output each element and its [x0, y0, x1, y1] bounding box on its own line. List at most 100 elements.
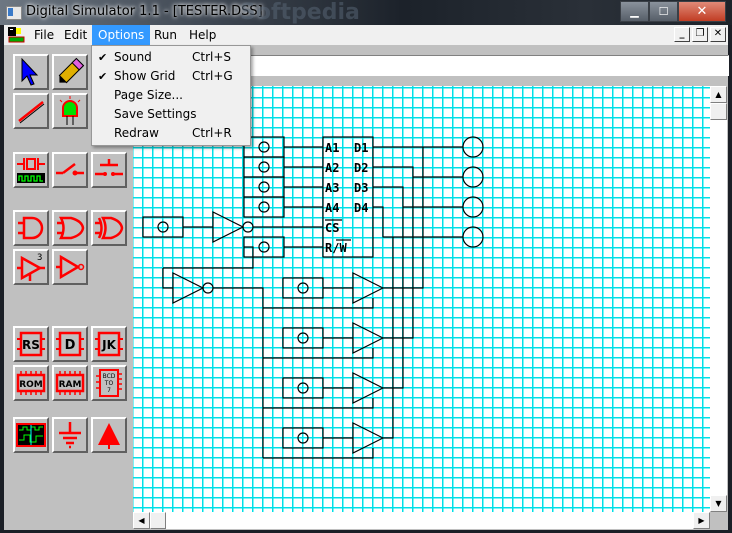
tool-and-gate[interactable] — [13, 210, 49, 246]
output-lamp — [462, 166, 484, 188]
wire — [383, 177, 414, 339]
minimize-icon: ▁ — [630, 5, 639, 18]
ram-pin-label: A1 — [325, 141, 339, 155]
output-lamp — [462, 136, 484, 158]
arrow-left-icon: ◀ — [138, 516, 145, 525]
input-switch — [282, 327, 324, 349]
ram-pin-label: A2 — [325, 161, 339, 175]
tool-or-gate[interactable] — [52, 210, 88, 246]
wire — [383, 207, 404, 389]
wire — [373, 186, 463, 208]
tristate-buffer — [352, 322, 385, 354]
menu-help[interactable]: Help — [189, 28, 217, 42]
vertical-scroll-thumb[interactable] — [710, 103, 727, 120]
not-gate-icon — [56, 254, 85, 280]
tool-jk-flipflop[interactable]: JK — [91, 326, 127, 362]
scroll-down-button[interactable]: ▼ — [710, 495, 727, 512]
menu-item-show-grid[interactable]: ✔ Show Grid Ctrl+G — [92, 67, 250, 86]
input-switch — [243, 176, 285, 198]
restore-icon: ❐ — [695, 28, 705, 39]
tool-ground[interactable] — [52, 417, 88, 453]
svg-text:JK: JK — [101, 338, 116, 352]
svg-text:BCD: BCD — [103, 373, 116, 380]
inverter-bubble — [242, 221, 254, 233]
tool-tristate[interactable]: 3 — [13, 249, 49, 285]
ram-pin-label: CS — [325, 221, 339, 235]
close-button[interactable]: ✕ — [678, 1, 726, 22]
push-button-icon — [95, 159, 123, 176]
tool-rom[interactable]: ROM — [13, 365, 49, 401]
svg-text:ROM: ROM — [19, 380, 43, 390]
scroll-left-button[interactable]: ◀ — [133, 512, 150, 529]
options-dropdown-menu: ✔ Sound Ctrl+S ✔ Show Grid Ctrl+G Page S… — [91, 45, 251, 146]
wire — [373, 166, 463, 178]
input-switch — [142, 216, 184, 238]
tool-wire[interactable] — [13, 93, 49, 129]
tool-oscilloscope[interactable] — [13, 417, 49, 453]
tool-select[interactable] — [13, 54, 49, 90]
input-switch-knob — [157, 221, 169, 233]
window-title: Digital Simulator 1.1 - [TESTER.DSS] — [26, 4, 263, 19]
wire — [383, 147, 424, 289]
svg-text:7: 7 — [107, 387, 111, 394]
check-icon: ✔ — [98, 70, 108, 83]
mdi-close-button[interactable]: ✕ — [710, 27, 726, 42]
tool-clock[interactable] — [13, 152, 49, 188]
input-switch-knob — [297, 332, 309, 344]
menu-item-redraw[interactable]: Redraw Ctrl+R — [114, 126, 232, 140]
tool-led[interactable] — [52, 93, 88, 129]
tool-rs-flipflop[interactable]: RS — [13, 326, 49, 362]
tool-ram[interactable]: RAM — [52, 365, 88, 401]
tool-not-gate[interactable] — [52, 249, 88, 285]
mdi-restore-button[interactable]: ❐ — [692, 27, 708, 42]
document-icon[interactable] — [8, 27, 25, 43]
tool-d-flipflop[interactable]: D — [52, 326, 88, 362]
ram-pin-label: A4 — [325, 201, 339, 215]
menu-options[interactable]: Options — [92, 25, 151, 45]
app-icon[interactable] — [6, 6, 22, 20]
input-switch-knob — [297, 282, 309, 294]
tool-switch[interactable] — [52, 152, 88, 188]
menu-edit[interactable]: Edit — [64, 28, 88, 42]
vertical-scrollbar[interactable]: ▲ ▼ — [710, 86, 727, 512]
tristate-buffer — [352, 422, 385, 454]
tool-xor-gate[interactable] — [91, 210, 127, 246]
tool-vcc[interactable] — [91, 417, 127, 453]
minimize-icon: _ — [679, 28, 685, 39]
minimize-button[interactable]: ▁ — [620, 1, 649, 22]
scroll-up-button[interactable]: ▲ — [710, 86, 727, 103]
input-switch-knob — [258, 181, 270, 193]
menu-item-save-settings[interactable]: Save Settings — [114, 107, 197, 121]
menu-item-page-size[interactable]: Page Size... — [114, 88, 183, 102]
input-switch — [282, 427, 324, 449]
not-gate — [172, 272, 205, 304]
title-bar: Digital Simulator 1.1 - [TESTER.DSS] Sof… — [0, 0, 732, 25]
svg-text:RS: RS — [22, 338, 40, 352]
watermark: Softpedia — [240, 0, 360, 25]
not-gate — [212, 211, 245, 243]
maximize-button[interactable]: ☐ — [649, 1, 678, 22]
wire — [263, 348, 374, 359]
menu-run[interactable]: Run — [154, 28, 178, 42]
horizontal-scroll-thumb[interactable] — [150, 512, 166, 529]
menu-item-sound[interactable]: ✔ Sound Ctrl+S — [92, 48, 250, 67]
input-switch-knob — [258, 241, 270, 253]
tool-pencil[interactable] — [52, 54, 88, 90]
ram-chip — [322, 136, 374, 258]
ram-pin-label: D2 — [354, 161, 368, 175]
tool-pushbutton[interactable] — [91, 152, 127, 188]
wire-line-icon — [18, 101, 45, 124]
horizontal-scrollbar[interactable]: ◀ ▶ — [133, 512, 710, 529]
menu-bar: File Edit Options Run Help _ ❐ ✕ — [4, 25, 728, 45]
mdi-minimize-button[interactable]: _ — [674, 27, 690, 42]
clock-icon — [17, 158, 45, 183]
menu-file[interactable]: File — [34, 28, 55, 42]
rom-chip-icon: ROM — [16, 371, 46, 395]
input-switch-knob — [258, 201, 270, 213]
scroll-right-button[interactable]: ▶ — [693, 512, 710, 529]
jk-flipflop-icon: JK — [95, 331, 123, 357]
